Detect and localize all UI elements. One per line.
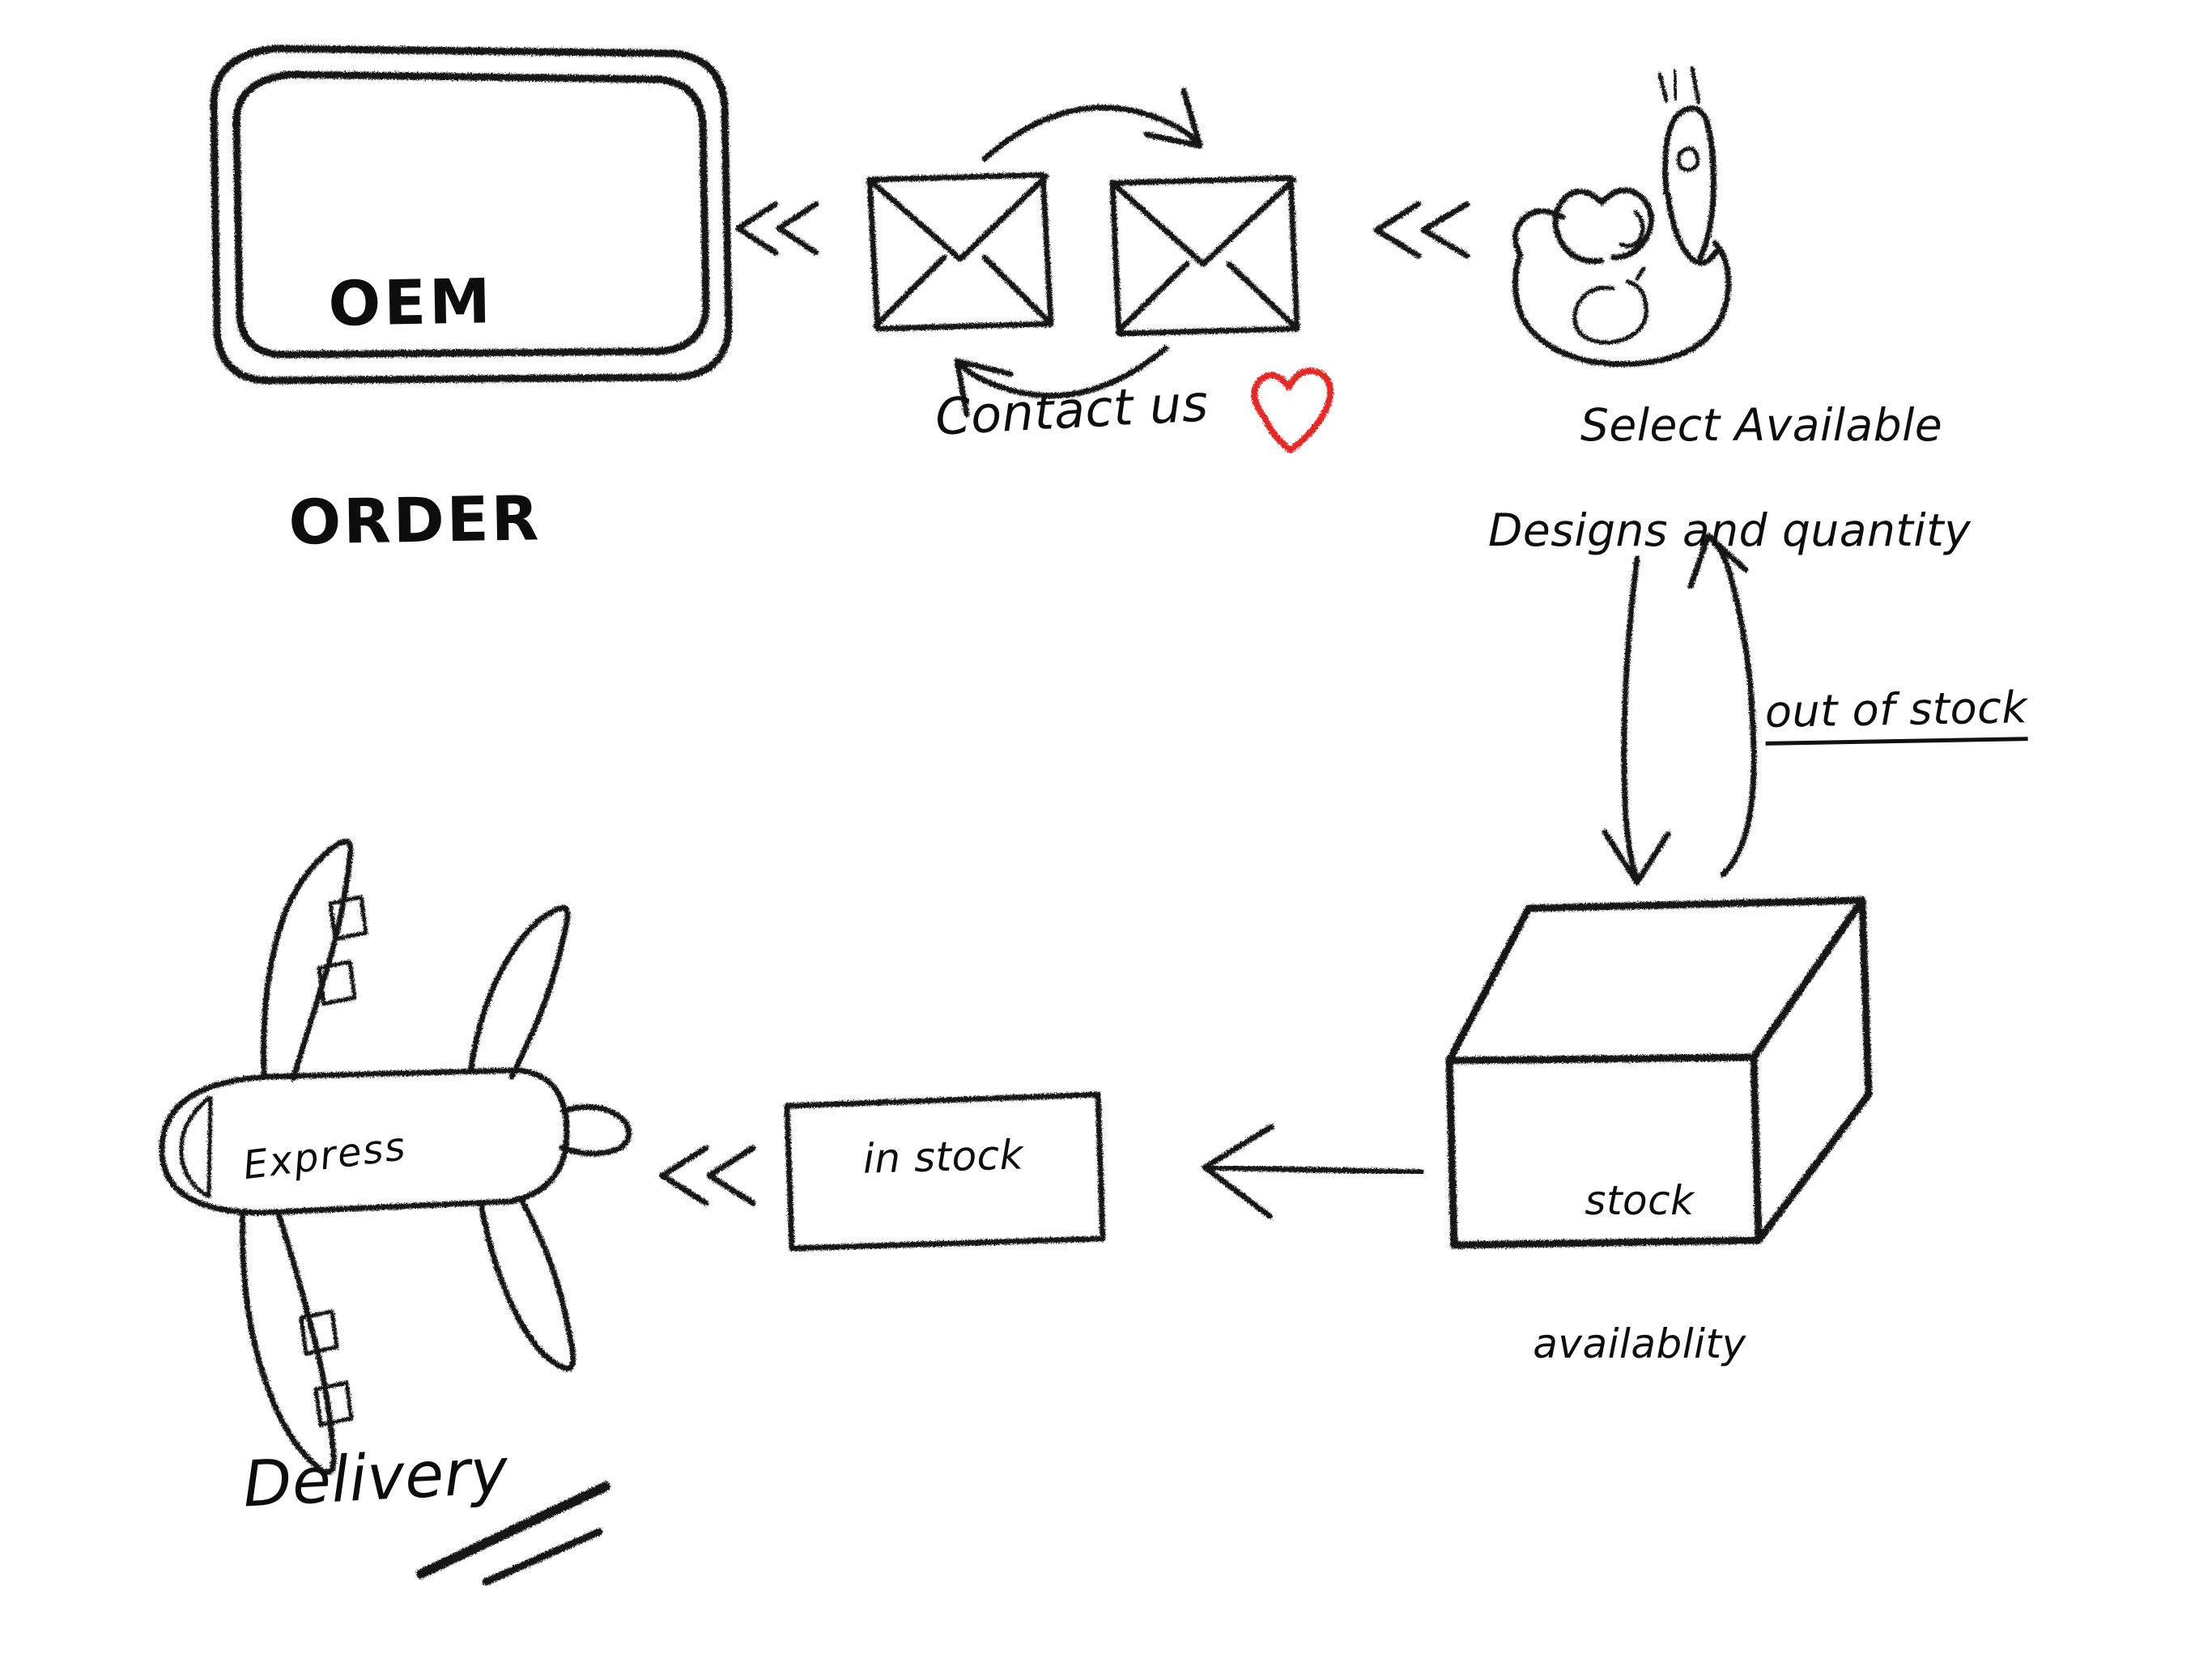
exchange-arrow-bottom <box>954 345 1169 418</box>
crossed-fingers-hand-icon <box>1512 66 1732 368</box>
oem-order-line2: ORDER <box>287 482 542 559</box>
stock-availability-box <box>1445 896 1873 1249</box>
stock-availability-line1: stock <box>1585 1177 1695 1224</box>
in-stock-label: in stock <box>862 1131 1024 1183</box>
loop-arrow-down <box>1602 555 1671 886</box>
loop-arrow-up <box>1687 533 1757 878</box>
select-designs-label: Select Available Designs and quantity <box>1488 346 1971 661</box>
delivery-airplane-icon <box>159 839 632 1586</box>
arrow-instock-to-delivery <box>659 1145 764 1206</box>
in-stock-box <box>784 1091 1106 1252</box>
select-designs-line2: Designs and quantity <box>1488 504 1972 556</box>
select-designs-line1: Select Available <box>1580 398 1943 451</box>
exchange-arrow-top <box>981 87 1203 162</box>
oem-order-line1: OEM <box>327 265 495 341</box>
arrow-contact-to-select <box>1373 201 1474 259</box>
arrow-stockbox-to-instock <box>1202 1124 1425 1219</box>
loop-out-of-stock <box>1602 533 1757 886</box>
out-of-stock-label: out of stock <box>1764 682 2028 746</box>
arrow-oem-to-contact <box>735 201 823 256</box>
contact-us-envelopes <box>866 87 1300 418</box>
oem-order-box <box>210 45 733 385</box>
envelope-left-icon <box>866 172 1054 332</box>
stock-availability-line2: availablity <box>1533 1320 1746 1367</box>
stock-availability-label: stock availablity <box>1494 1082 1785 1464</box>
oem-order-title: OEM ORDER <box>238 118 588 705</box>
delivery-label: Delivery <box>240 1435 510 1522</box>
envelope-right-icon <box>1109 175 1300 337</box>
heart-icon <box>1251 368 1334 453</box>
